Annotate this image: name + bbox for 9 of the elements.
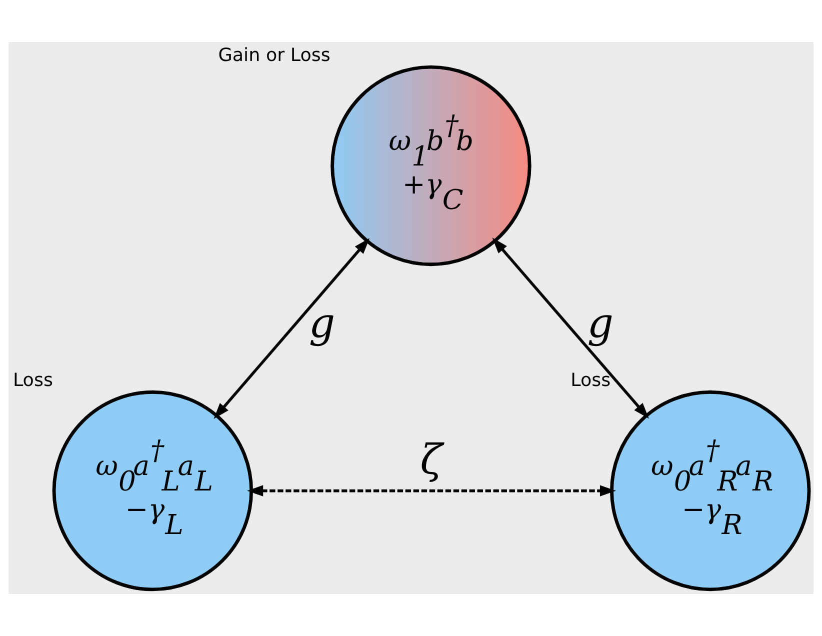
node-label: Loss [570, 370, 611, 392]
node-label: Gain or Loss [218, 45, 330, 66]
edge-label: g [587, 299, 614, 348]
edge-label: g [308, 299, 336, 348]
arrow [492, 238, 649, 419]
edge-label: ζ [420, 435, 442, 484]
arrow [247, 485, 616, 496]
arrow [214, 238, 370, 419]
node-label: Loss [12, 370, 53, 392]
